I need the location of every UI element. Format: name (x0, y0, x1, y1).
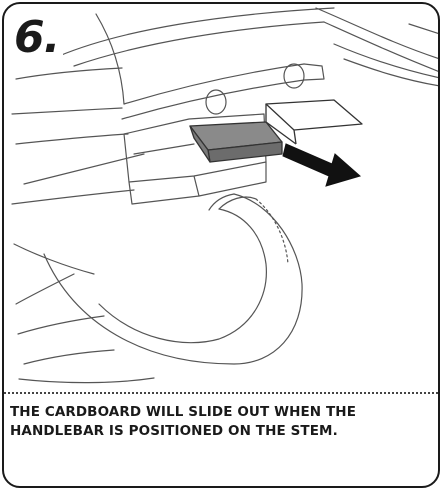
step-number: 6. (14, 12, 64, 64)
instruction-panel: 6. THE CARDBOARD WILL SLIDE OUT WHEN THE… (2, 2, 440, 488)
handlebar-stem-illustration (11, 7, 438, 384)
lever-outline (315, 7, 438, 59)
step-caption: THE CARDBOARD WILL SLIDE OUT WHEN THE HA… (10, 404, 357, 439)
slide-out-arrow (282, 143, 362, 187)
stem-curve-outer (43, 193, 303, 365)
stem-curve-inner (98, 208, 267, 344)
bolt-right (283, 63, 305, 89)
caption-divider (4, 392, 438, 394)
cardboard-insert (189, 99, 363, 163)
handlebar-top-outline-2 (73, 21, 325, 67)
bolt-left (205, 89, 227, 115)
handlebar-top-outline (58, 7, 335, 57)
